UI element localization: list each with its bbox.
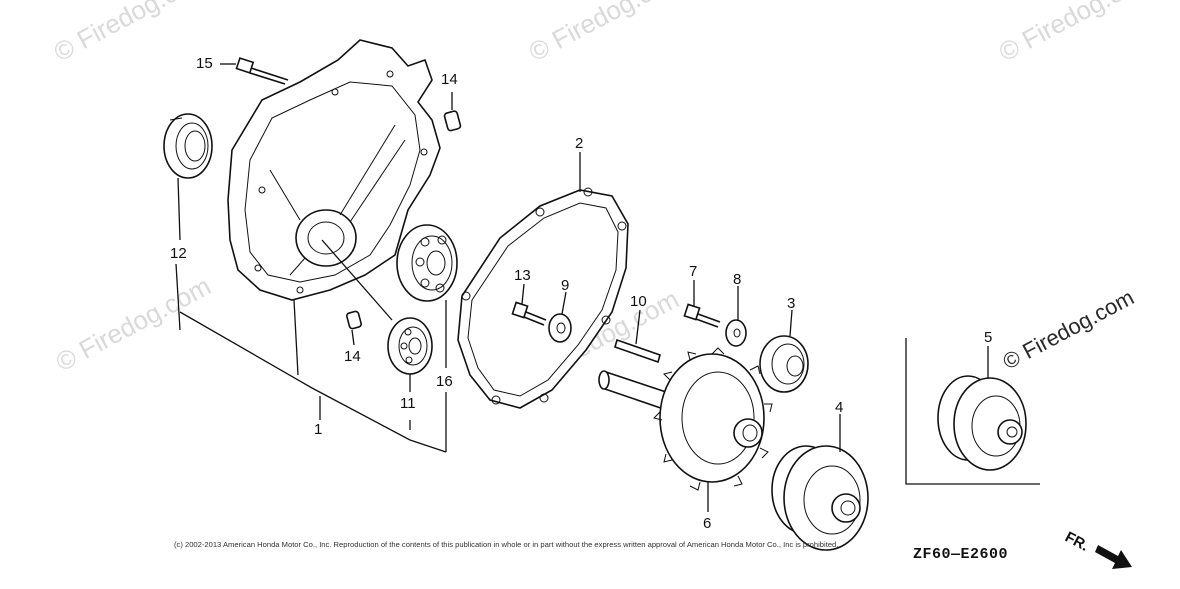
- bearing-large: [396, 224, 458, 302]
- oil-seal: [163, 113, 213, 179]
- counter-gear-small: [759, 335, 809, 393]
- watermark-top-center: © Firedog.com: [524, 0, 689, 67]
- gear-5: [905, 338, 1040, 485]
- callout-10: 10: [630, 293, 647, 310]
- callout-9: 9: [561, 277, 569, 294]
- callout-5: 5: [984, 329, 992, 346]
- dowel-pins: [346, 110, 462, 330]
- callout-15: 15: [196, 55, 213, 72]
- bolt-small: [511, 301, 547, 326]
- callout-14-bottom: 14: [344, 348, 361, 365]
- bearing-small: [387, 317, 433, 375]
- callout-1: 1: [314, 421, 322, 438]
- washer: [548, 313, 572, 343]
- front-direction-indicator: FR.: [1062, 529, 1132, 569]
- bolt-7: [683, 303, 721, 328]
- callout-14-top: 14: [441, 71, 458, 88]
- watermark-mid-left: © Firedog.com: [51, 271, 216, 378]
- diagram-code: ZF60—E2600: [913, 546, 1009, 563]
- callouts: 1 2 3 4 5 6 7 8 9 10 11 12 13 14 14 15 1…: [170, 55, 992, 532]
- callout-7: 7: [689, 263, 697, 280]
- callout-6: 6: [703, 515, 711, 532]
- arrow-icon: [1095, 545, 1132, 569]
- copyright-notice: (c) 2002-2013 American Honda Motor Co., …: [174, 540, 839, 549]
- callout-8: 8: [733, 271, 741, 288]
- gear-4: [771, 445, 869, 551]
- callout-13: 13: [514, 267, 531, 284]
- callout-12: 12: [170, 245, 187, 262]
- callout-2: 2: [575, 135, 583, 152]
- watermark-top-right: © Firedog.com: [994, 0, 1159, 67]
- bolt: [235, 57, 289, 85]
- callout-4: 4: [835, 399, 843, 416]
- front-label: FR.: [1062, 529, 1091, 555]
- callout-16: 16: [436, 373, 453, 390]
- key: [614, 338, 661, 364]
- gear-case: [227, 39, 441, 301]
- leader-lines: [175, 92, 989, 512]
- watermark-main: © Firedog.com: [999, 284, 1138, 374]
- washer-8: [725, 319, 747, 347]
- callout-11: 11: [400, 395, 416, 412]
- callout-3: 3: [787, 295, 795, 312]
- final-gear-shaft: [598, 347, 773, 491]
- gasket: [457, 187, 629, 409]
- watermark-top-left: © Firedog.com: [49, 0, 214, 67]
